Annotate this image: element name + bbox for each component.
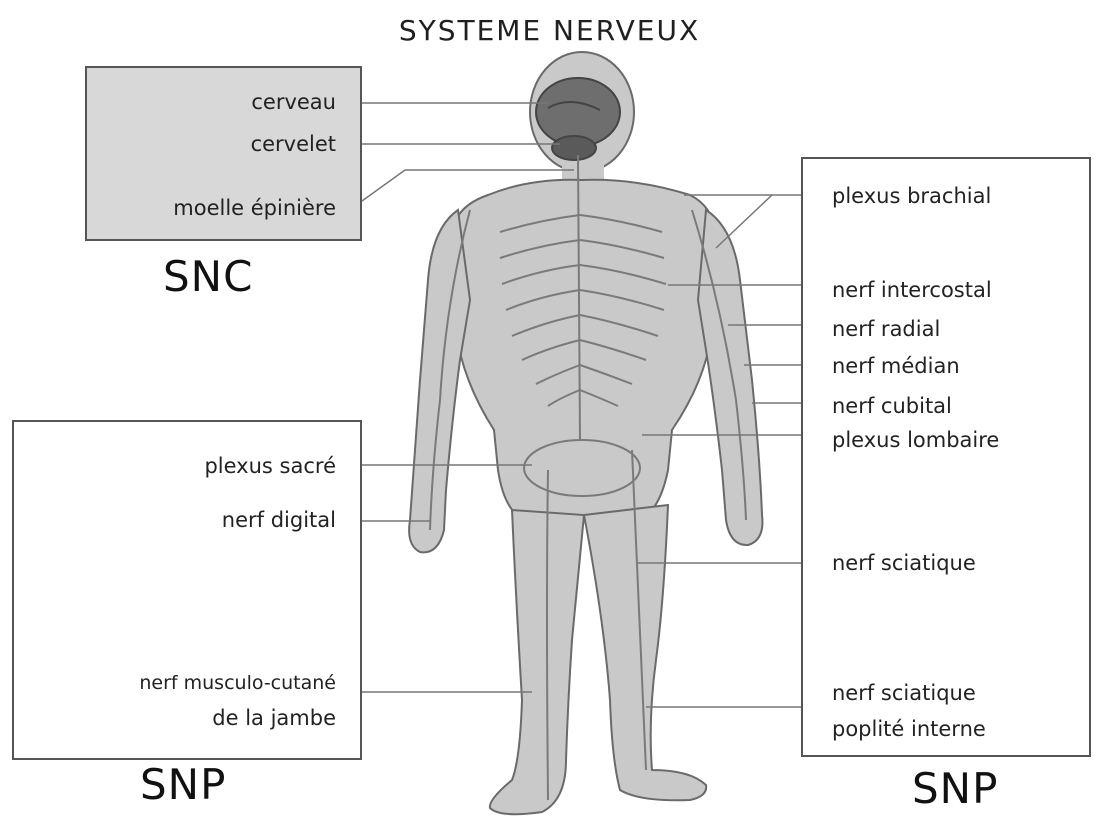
label-plexus-lombaire: plexus lombaire xyxy=(832,428,999,452)
group-label-snp-right: SNP xyxy=(912,764,998,813)
label-nerf-musculo-cutane-line2: de la jambe xyxy=(212,706,336,730)
label-cervelet: cervelet xyxy=(251,132,336,156)
label-plexus-brachial: plexus brachial xyxy=(832,184,991,208)
group-label-snp-left: SNP xyxy=(140,760,226,809)
label-plexus-sacre: plexus sacré xyxy=(204,454,336,478)
label-nerf-intercostal: nerf intercostal xyxy=(832,278,992,302)
label-nerf-sciatique: nerf sciatique xyxy=(832,551,976,575)
body-silhouette xyxy=(409,52,762,814)
label-nerf-median: nerf médian xyxy=(832,354,960,378)
label-moelle-epiniere: moelle épinière xyxy=(173,196,336,220)
label-nerf-digital: nerf digital xyxy=(222,508,336,532)
label-nerf-radial: nerf radial xyxy=(832,317,940,341)
label-nerf-sciatique-poplite-line2: poplité interne xyxy=(832,717,986,741)
label-nerf-musculo-cutane-line1: nerf musculo-cutané xyxy=(139,672,336,694)
label-nerf-sciatique-poplite-line1: nerf sciatique xyxy=(832,681,976,705)
label-cerveau: cerveau xyxy=(251,90,336,114)
label-nerf-cubital: nerf cubital xyxy=(832,394,952,418)
group-label-snc: SNC xyxy=(163,252,253,301)
